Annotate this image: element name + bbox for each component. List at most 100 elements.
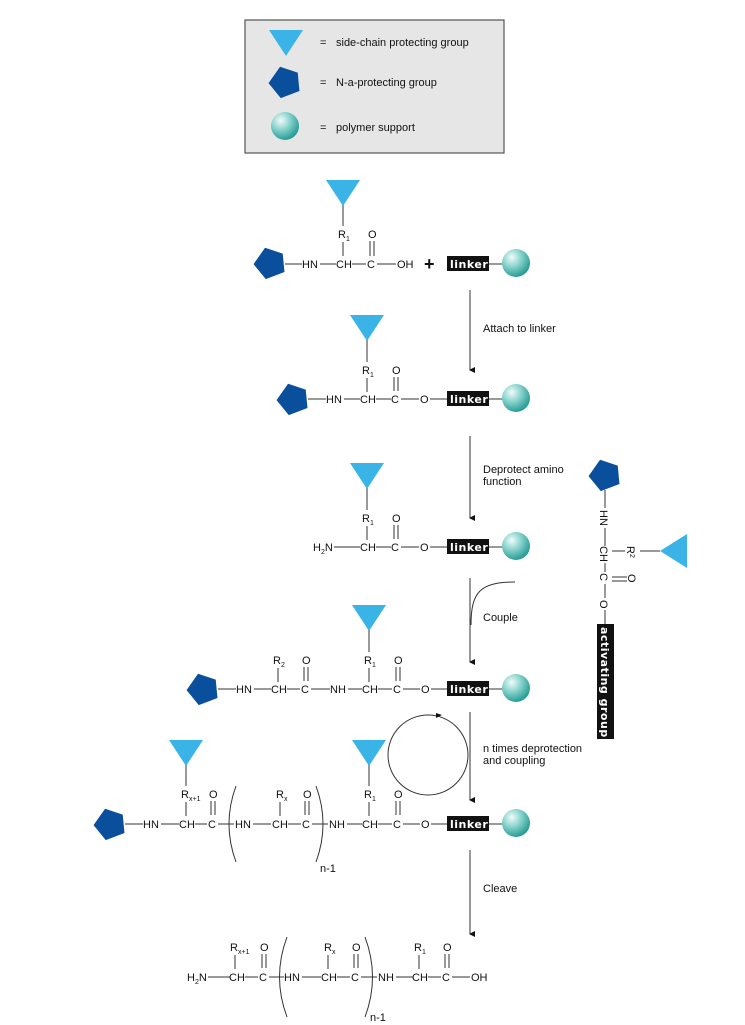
subscript: 1 bbox=[422, 949, 426, 956]
atom-o: O bbox=[303, 789, 312, 801]
subscript: x+1 bbox=[238, 949, 250, 956]
subscript: 1 bbox=[370, 520, 374, 527]
atom-c: C bbox=[301, 684, 309, 696]
atom-o: O bbox=[302, 655, 311, 667]
atom-c: C bbox=[597, 573, 609, 581]
atom-o: O bbox=[394, 789, 403, 801]
linker-box bbox=[447, 681, 489, 696]
atom-ch: CH bbox=[360, 394, 376, 406]
sphere-icon bbox=[502, 249, 530, 277]
atom-ch: CH bbox=[321, 972, 337, 984]
step-label-cleave: Cleave bbox=[483, 883, 517, 895]
row-2-attached: R 1 HN CH C O O linker bbox=[272, 315, 530, 418]
r-label: R bbox=[181, 789, 189, 801]
row-6-free-peptide: H2N R x+1 CH C O HN R x CH C O n-1 NH R … bbox=[187, 936, 488, 1024]
atom-ch: CH bbox=[362, 819, 378, 831]
atom-ch: CH bbox=[336, 259, 352, 271]
subscript: 1 bbox=[370, 372, 374, 379]
r-label: R bbox=[338, 229, 346, 241]
subscript: 2 bbox=[281, 662, 285, 669]
sphere-icon bbox=[271, 112, 299, 140]
atom-ch: CH bbox=[272, 819, 288, 831]
atom-hn: HN bbox=[597, 510, 609, 526]
atom-nh: NH bbox=[329, 819, 345, 831]
step-label-couple: Couple bbox=[483, 612, 518, 624]
atom-o: O bbox=[421, 819, 430, 831]
pentagon-icon bbox=[249, 243, 289, 282]
close-paren bbox=[315, 785, 324, 863]
linker-box bbox=[447, 539, 489, 554]
linker-box bbox=[447, 816, 489, 831]
atom-o: O bbox=[209, 789, 218, 801]
triangle-icon bbox=[660, 534, 687, 568]
legend-label-n-protect: N-a-protecting group bbox=[336, 77, 437, 89]
atom-oh: OH bbox=[471, 972, 488, 984]
row-1-reactants: R 1 HN CH C O OH + linker bbox=[249, 180, 530, 282]
cycle-arrowhead bbox=[436, 713, 442, 718]
atom-o: O bbox=[421, 684, 430, 696]
atom-c: C bbox=[391, 394, 399, 406]
atom-h2n: H2N bbox=[313, 542, 333, 556]
atom-h2n: H2N bbox=[187, 972, 207, 986]
atom-ch: CH bbox=[271, 684, 287, 696]
atom-o: O bbox=[392, 513, 401, 525]
atom-o: O bbox=[420, 542, 429, 554]
atom-o: O bbox=[420, 394, 429, 406]
activated-amino-acid: HN CH R2 C O O activating group bbox=[584, 455, 687, 739]
r-label: R bbox=[324, 942, 332, 954]
open-paren bbox=[228, 785, 237, 863]
atom-o: O bbox=[368, 229, 377, 241]
sphere-icon bbox=[502, 532, 530, 560]
subscript: 1 bbox=[372, 796, 376, 803]
atom-o: O bbox=[394, 655, 403, 667]
atom-hn: HN bbox=[143, 819, 159, 831]
atom-hn: HN bbox=[235, 819, 251, 831]
atom-c: C bbox=[442, 972, 450, 984]
triangle-icon bbox=[326, 180, 360, 206]
atom-ch: CH bbox=[412, 972, 428, 984]
cycle-circle bbox=[387, 714, 469, 796]
subscript: x+1 bbox=[189, 796, 201, 803]
legend-eq: = bbox=[320, 77, 326, 89]
step-label-deprotect-2: function bbox=[483, 476, 522, 488]
sphere-icon bbox=[502, 384, 530, 412]
atom-c: C bbox=[208, 819, 216, 831]
linker-label: linker bbox=[450, 818, 488, 831]
r-label: R bbox=[273, 655, 281, 667]
step-label-cycle-2: and coupling bbox=[483, 755, 545, 767]
linker-label: linker bbox=[450, 393, 488, 406]
subscript: 1 bbox=[372, 662, 376, 669]
step-label-deprotect: Deprotect amino bbox=[483, 464, 564, 476]
atom-o: O bbox=[352, 942, 361, 954]
r-label: R2 bbox=[624, 546, 636, 558]
open-paren bbox=[279, 936, 288, 1018]
atom-o: O bbox=[443, 942, 452, 954]
atom-c: C bbox=[259, 972, 267, 984]
subscript: x bbox=[284, 796, 288, 803]
triangle-icon bbox=[352, 605, 386, 631]
atom-o: O bbox=[260, 942, 269, 954]
pentagon-icon bbox=[182, 669, 222, 708]
r-label: R bbox=[362, 513, 370, 525]
triangle-icon bbox=[350, 315, 384, 341]
atom-nh: NH bbox=[330, 684, 346, 696]
r-label: R bbox=[414, 942, 422, 954]
atom-hn: HN bbox=[236, 684, 252, 696]
atom-c: C bbox=[367, 259, 375, 271]
linker-box bbox=[447, 256, 489, 271]
sphere-icon bbox=[502, 674, 530, 702]
legend-eq: = bbox=[320, 37, 326, 49]
row-4-dipeptide: R 1 R 2 HN CH C O NH CH C O O linker bbox=[182, 605, 530, 708]
legend-label-side-chain: side-chain protecting group bbox=[336, 37, 469, 49]
step-label-cycle: n times deprotection bbox=[483, 743, 582, 755]
pentagon-icon bbox=[272, 379, 312, 418]
pentagon-icon bbox=[89, 804, 129, 843]
atom-nh: NH bbox=[378, 972, 394, 984]
r-label: R bbox=[276, 789, 284, 801]
atom-hn: HN bbox=[302, 259, 318, 271]
couple-curve bbox=[470, 581, 516, 626]
repeat-count: n-1 bbox=[370, 1012, 386, 1024]
r-label: R bbox=[364, 655, 372, 667]
row-5-peptide-on-resin: R x+1 HN CH C O HN R x CH C O n-1 NH R 1… bbox=[89, 740, 530, 875]
